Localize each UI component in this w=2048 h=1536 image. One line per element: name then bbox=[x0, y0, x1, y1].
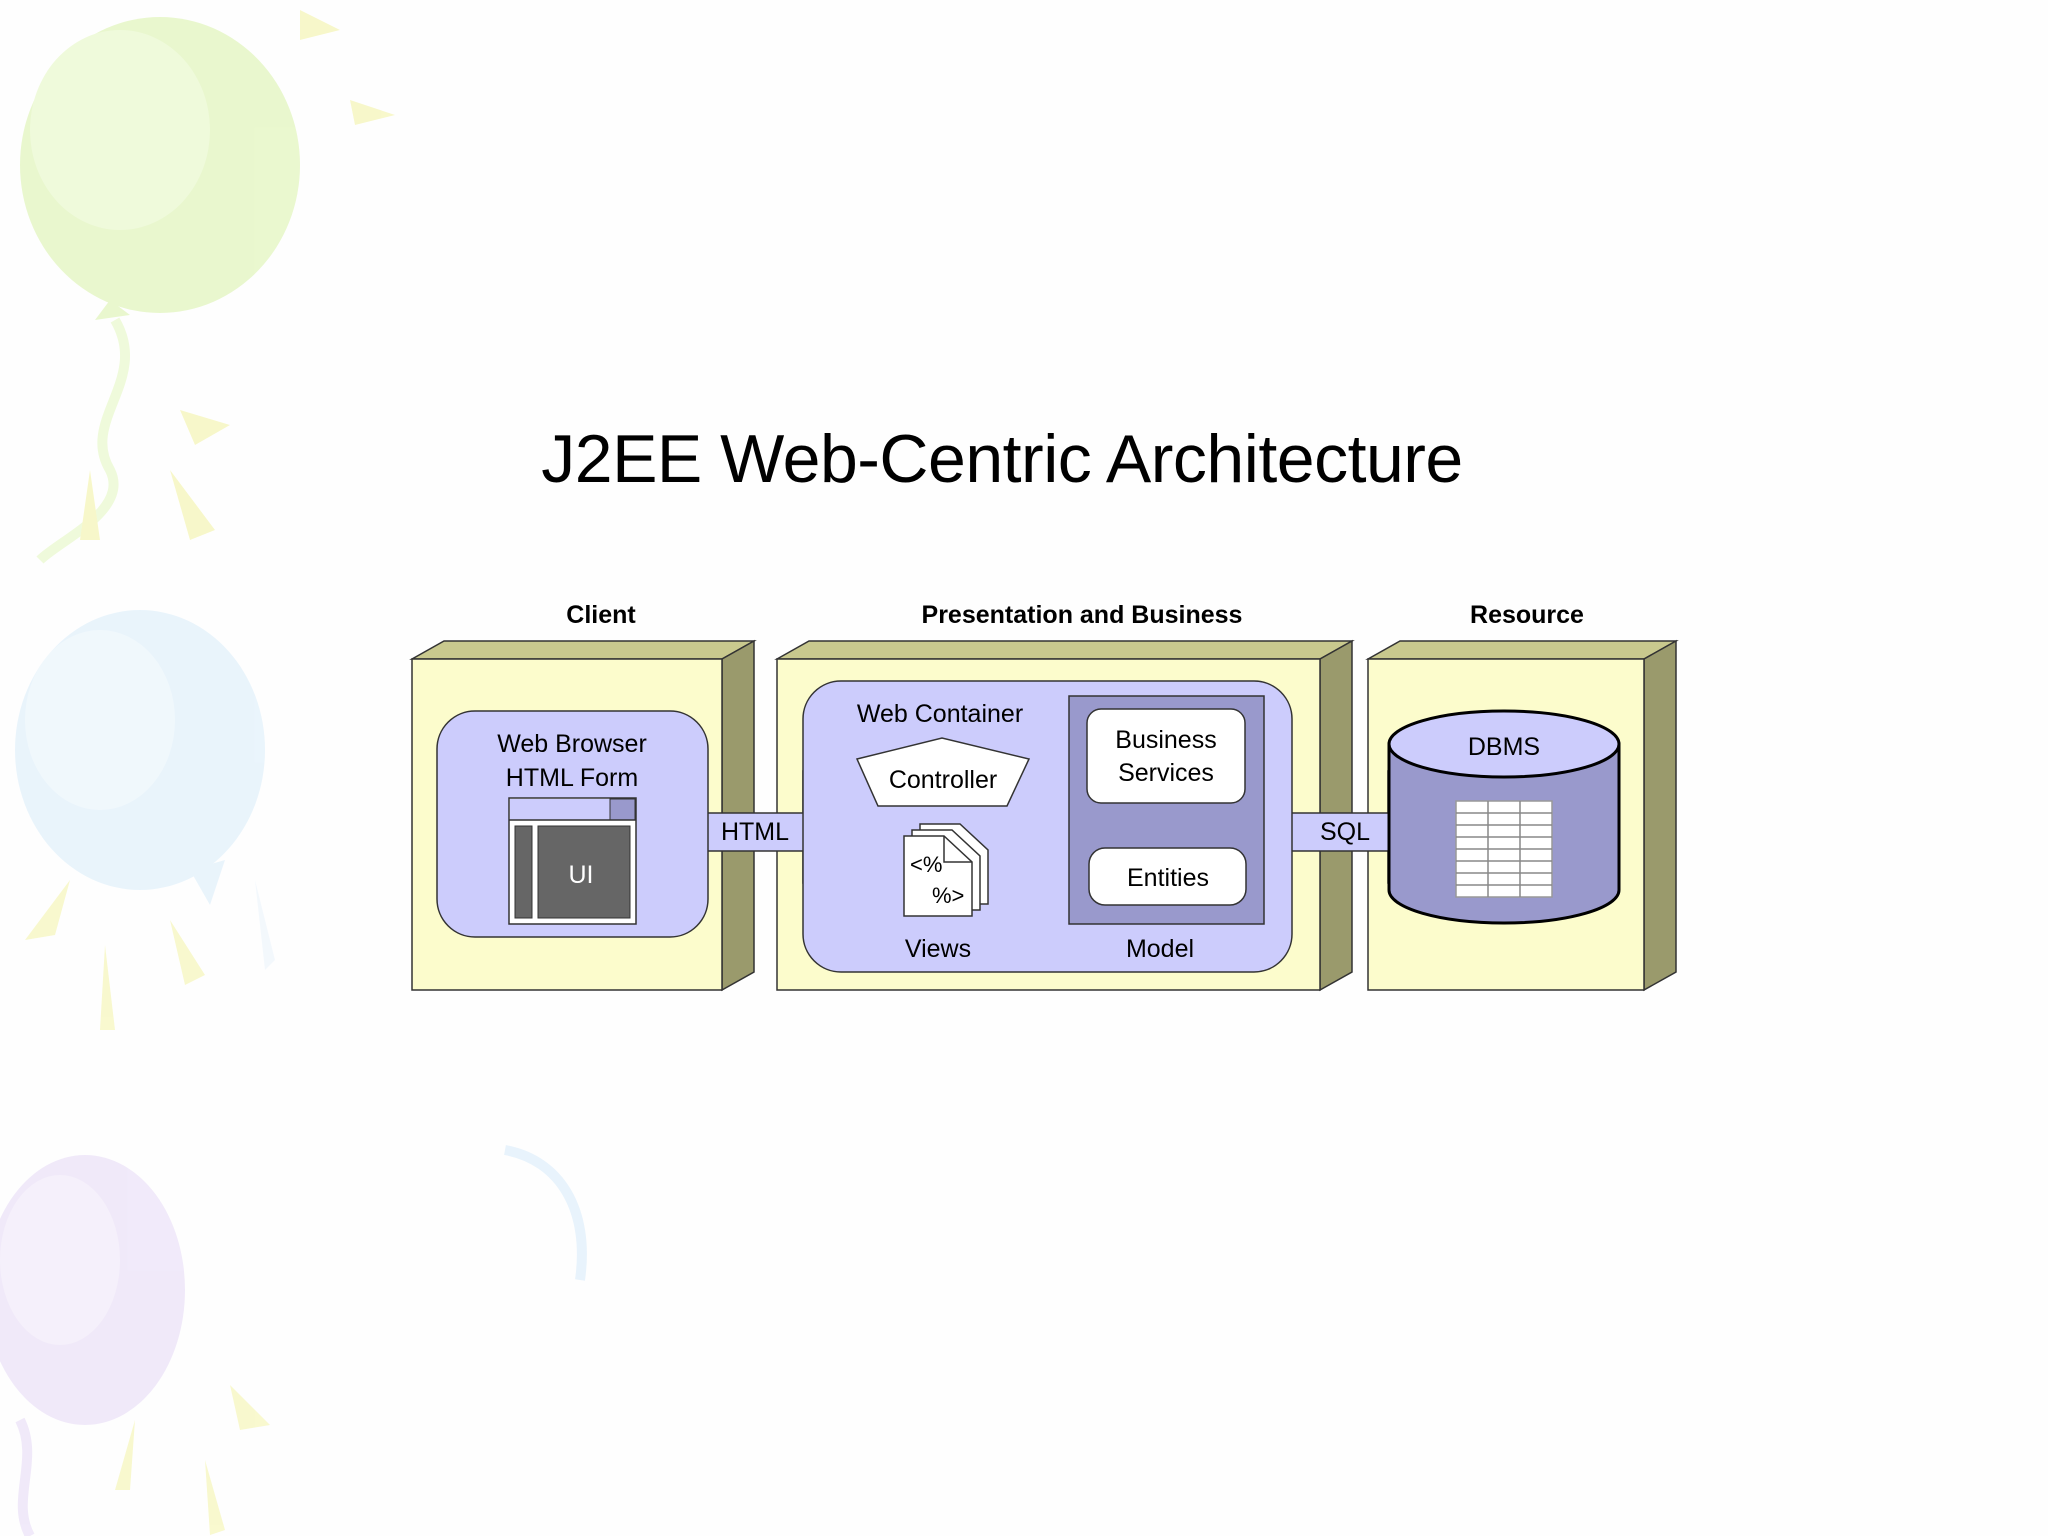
entities-label: Entities bbox=[1127, 864, 1209, 892]
green-balloon-icon bbox=[20, 10, 395, 564]
ui-window-icon: UI bbox=[508, 797, 637, 925]
model-label: Model bbox=[1126, 935, 1194, 963]
blue-balloon-icon bbox=[15, 610, 275, 1030]
faint-arc-decoration bbox=[503, 1145, 587, 1281]
tier-label-client: Client bbox=[566, 601, 636, 629]
views-label: Views bbox=[905, 935, 971, 963]
views-open-tag: <% bbox=[910, 852, 942, 877]
web-browser-label: Web Browser bbox=[497, 730, 647, 758]
slide-title-container: J2EE Web-Centric Architecture bbox=[0, 420, 2048, 498]
web-container-label: Web Container bbox=[857, 700, 1023, 728]
views-close-tag: %> bbox=[932, 883, 964, 908]
web-container-box: Web Container Controller <% %> Views bbox=[802, 680, 1293, 973]
sql-arrow-label: SQL bbox=[1320, 818, 1370, 846]
dbms-label: DBMS bbox=[1468, 733, 1540, 761]
views-document-stack-icon: <% %> bbox=[903, 823, 989, 917]
html-arrow-label: HTML bbox=[721, 818, 789, 846]
model-box: Business Services Entities bbox=[1068, 695, 1265, 925]
purple-balloon-icon bbox=[0, 1155, 270, 1536]
html-form-label: HTML Form bbox=[506, 764, 638, 792]
slide-title: J2EE Web-Centric Architecture bbox=[541, 421, 1463, 497]
business-services-line2: Services bbox=[1118, 759, 1214, 787]
controller-label: Controller bbox=[889, 766, 997, 794]
ui-label: UI bbox=[569, 861, 594, 889]
tier-label-presentation: Presentation and Business bbox=[922, 601, 1243, 629]
business-services-box: Business Services bbox=[1086, 708, 1246, 804]
controller-shape: Controller bbox=[855, 737, 1031, 807]
tier-label-resource: Resource bbox=[1470, 601, 1584, 629]
table-grid-icon bbox=[1455, 800, 1553, 898]
dbms-database-icon: DBMS bbox=[1387, 709, 1621, 925]
entities-box: Entities bbox=[1088, 847, 1247, 906]
web-browser-box: Web Browser HTML Form UI bbox=[436, 710, 709, 938]
business-services-line1: Business bbox=[1115, 726, 1216, 754]
